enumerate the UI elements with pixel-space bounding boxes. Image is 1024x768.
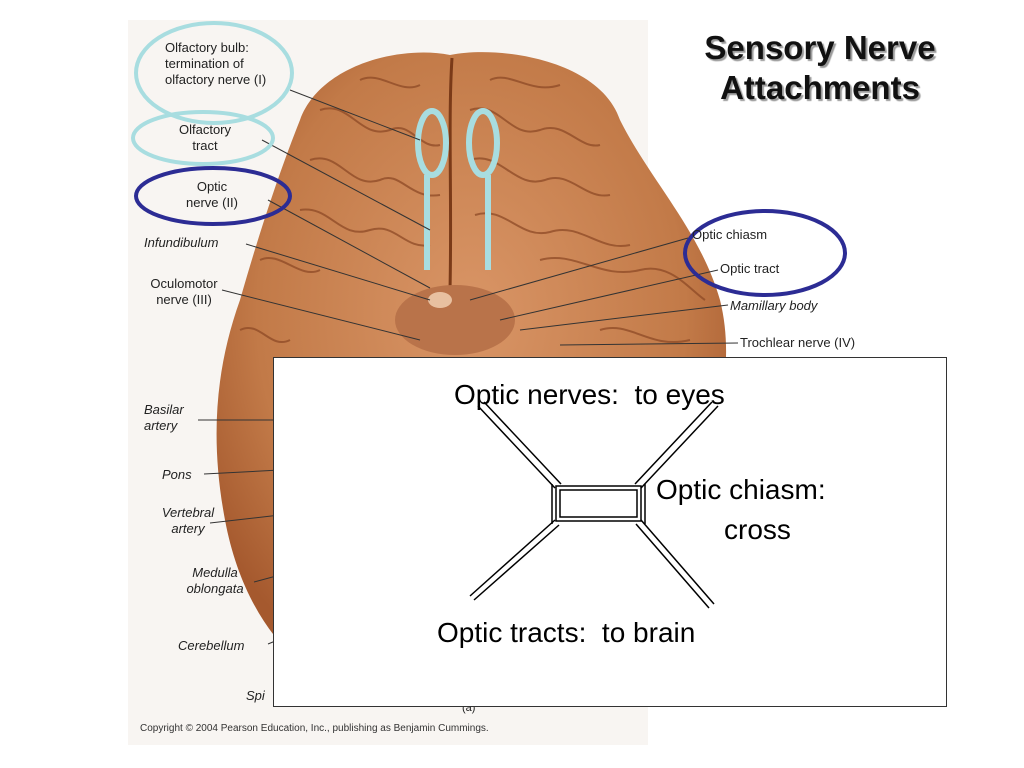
title-line-1: Sensory Nerve bbox=[704, 29, 936, 66]
label-pons: Pons bbox=[162, 467, 192, 482]
optic-tract-right bbox=[640, 519, 715, 605]
label-trochlear-nerve: Trochlear nerve (IV) bbox=[740, 335, 856, 350]
optic-tract-left bbox=[469, 519, 556, 597]
label-optic-nerves: Optic nerves: to eyes bbox=[454, 379, 725, 410]
optic-chiasm-box bbox=[555, 485, 642, 522]
optic-nerve-right bbox=[640, 405, 719, 489]
slide-title: Sensory Nerve Attachments bbox=[640, 28, 1000, 108]
label-oculomotor: Oculomotor nerve (III) bbox=[150, 276, 218, 307]
label-medulla: Medulla oblongata bbox=[186, 565, 244, 596]
label-optic-tracts: Optic tracts: to brain bbox=[437, 617, 696, 648]
optic-chiasm-highlight bbox=[683, 209, 847, 297]
label-basilar-artery: Basilar artery bbox=[144, 402, 184, 433]
label-infundibulum: Infundibulum bbox=[144, 235, 219, 250]
label-olfactory-bulb: Olfactory bulb: termination of olfactory… bbox=[165, 40, 267, 87]
infundibulum-spot bbox=[428, 292, 452, 308]
label-spinal: Spi bbox=[246, 688, 265, 703]
label-optic-chiasm-cross-1: Optic chiasm: bbox=[656, 474, 826, 505]
label-olfactory-tract: Olfactory tract bbox=[178, 122, 231, 153]
olfactory-markers bbox=[415, 108, 500, 270]
label-optic-chiasm-cross-2: cross bbox=[724, 514, 791, 545]
optic-nerve-highlight bbox=[134, 166, 292, 226]
olfactory-bulb-highlight bbox=[134, 21, 294, 125]
label-optic-nerve: Optic nerve (II) bbox=[185, 179, 238, 210]
brainstem-area bbox=[395, 285, 515, 355]
label-mamillary-body: Mamillary body bbox=[730, 298, 818, 313]
optic-pathway-diagram bbox=[469, 401, 719, 609]
copyright-text: Copyright © 2004 Pearson Education, Inc.… bbox=[140, 723, 489, 734]
label-cerebellum: Cerebellum bbox=[178, 638, 245, 653]
olfactory-tract-highlight bbox=[131, 110, 275, 166]
optic-pathway-box: Optic nerves: to eyes Optic chiasm: cros… bbox=[273, 357, 947, 707]
leader-lines bbox=[198, 89, 739, 645]
label-optic-tract: Optic tract bbox=[720, 261, 780, 276]
title-line-2: Attachments bbox=[720, 69, 920, 106]
label-vertebral-artery: Vertebral artery bbox=[161, 505, 215, 536]
longitudinal-fissure bbox=[448, 57, 454, 291]
label-optic-chiasm: Optic chiasm bbox=[692, 227, 768, 242]
optic-nerve-left bbox=[477, 405, 556, 489]
